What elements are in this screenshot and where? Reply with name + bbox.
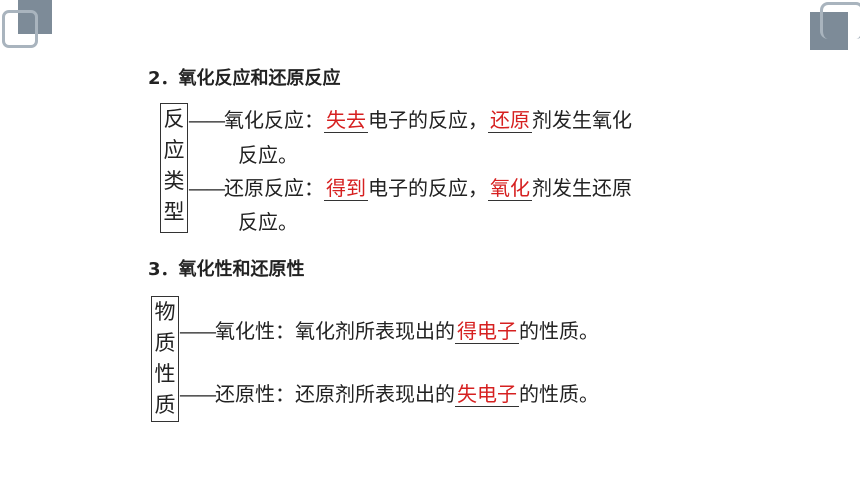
answer-blank: 失电子 <box>455 382 519 407</box>
reaction-type-box: 反 应 类 型 <box>160 103 188 233</box>
box-char: 应 <box>163 138 185 162</box>
box-char: 性 <box>154 362 176 386</box>
row-text: 剂发生氧化 <box>532 108 632 132</box>
row-text: 的性质。 <box>519 319 599 343</box>
box-char: 质 <box>154 393 176 417</box>
section-2-title: 2．氧化反应和还原反应 <box>148 68 341 89</box>
row-text: 氧化剂所表现出的 <box>295 319 455 343</box>
answer-blank: 还原 <box>488 108 532 133</box>
box-char: 型 <box>163 200 185 224</box>
substance-property-box: 物 质 性 质 <box>151 296 179 422</box>
connector-dash: —— <box>179 382 217 406</box>
box-char: 类 <box>163 169 185 193</box>
box-char: 反 <box>163 107 185 131</box>
answer-blank: 失去 <box>324 108 368 133</box>
answer-blank: 得电子 <box>455 319 519 344</box>
connector-dash: —— <box>188 176 226 200</box>
oxidizing-property-line: ——氧化性：氧化剂所表现出的得电子的性质。 <box>179 315 599 344</box>
row-text: 还原剂所表现出的 <box>295 382 455 406</box>
row-label: 氧化反应： <box>224 108 324 132</box>
reduction-reaction-continuation: 反应。 <box>238 210 298 234</box>
row-label: 氧化性： <box>215 319 295 343</box>
corner-decoration-back-right <box>810 12 848 50</box>
connector-dash: —— <box>188 108 226 132</box>
row-label: 还原反应： <box>224 176 324 200</box>
reduction-reaction-line: ——还原反应：得到电子的反应，氧化剂发生还原 <box>188 172 632 201</box>
row-text: 电子的反应， <box>368 176 488 200</box>
row-text: 电子的反应， <box>368 108 488 132</box>
row-text: 剂发生还原 <box>532 176 632 200</box>
box-char: 质 <box>154 331 176 355</box>
answer-blank: 氧化 <box>488 176 532 201</box>
reducing-property-line: ——还原性：还原剂所表现出的失电子的性质。 <box>179 378 599 407</box>
answer-blank: 得到 <box>324 176 368 201</box>
oxidation-reaction-continuation: 反应。 <box>238 143 298 167</box>
corner-decoration-frame-left <box>2 10 38 48</box>
section-3-title: 3．氧化性和还原性 <box>148 259 305 280</box>
box-char: 物 <box>154 300 176 324</box>
oxidation-reaction-line: ——氧化反应：失去电子的反应，还原剂发生氧化 <box>188 104 632 133</box>
row-text: 的性质。 <box>519 382 599 406</box>
corner-decoration-frame-right <box>820 2 860 39</box>
row-label: 还原性： <box>215 382 295 406</box>
connector-dash: —— <box>179 319 217 343</box>
